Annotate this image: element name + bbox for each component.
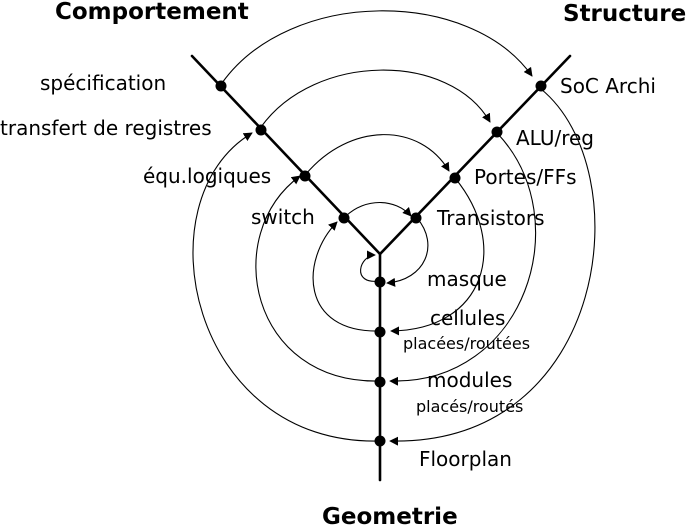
label-alu: ALU/reg [516, 126, 594, 150]
arc-portes-to-cellules [390, 177, 485, 336]
arc-transistors-to-masque [386, 217, 429, 287]
label-masque: masque [427, 267, 507, 291]
arc-cellules-to-switch [312, 221, 381, 332]
label-specification: spécification [40, 71, 166, 95]
label-cellules-sub: placées/routées [403, 334, 530, 353]
dot-logiques [299, 170, 311, 182]
label-floorplan: Floorplan [419, 447, 512, 471]
dot-registres [255, 124, 267, 136]
label-modules-sub: placés/routés [416, 397, 523, 416]
label-logiques: équ.logiques [143, 164, 271, 188]
dot-modules [374, 376, 386, 388]
arc-registres-to-alu [260, 69, 491, 128]
axis-title-behavior: Comportement [55, 0, 249, 25]
label-portes: Portes/FFs [474, 165, 577, 189]
dot-soc [535, 80, 547, 92]
arc-logiques-to-portes [305, 134, 450, 175]
arc-floorplan-to-registres [192, 132, 381, 442]
label-registres: transfert de registres [0, 116, 212, 140]
dot-alu [491, 126, 503, 138]
label-soc: SoC Archi [560, 74, 656, 98]
level-dots [215, 80, 547, 447]
arc-specification-to-soc [221, 10, 533, 84]
arc-switch-to-transistors [345, 202, 412, 217]
label-switch: switch [251, 205, 315, 229]
transition-arcs [192, 10, 596, 446]
arc-modules-to-logiques [255, 175, 381, 382]
dot-cellules [374, 326, 386, 338]
arc-soc-to-floorplan [389, 88, 596, 446]
dot-specification [215, 80, 227, 92]
y-chart-axes [190, 54, 572, 482]
dot-portes [449, 172, 461, 184]
arc-masque-to-center [360, 250, 381, 282]
label-transistors: Transistors [436, 206, 545, 230]
arc-alu-to-modules [389, 133, 537, 386]
label-cellules: cellules [430, 306, 505, 330]
axis-title-structure: Structure [563, 1, 686, 27]
dot-floorplan [374, 435, 386, 447]
dot-switch [338, 212, 350, 224]
axis-title-geometry: Geometrie [322, 504, 458, 526]
label-modules: modules [427, 368, 512, 392]
dot-transistors [410, 212, 422, 224]
dot-masque [374, 276, 386, 288]
